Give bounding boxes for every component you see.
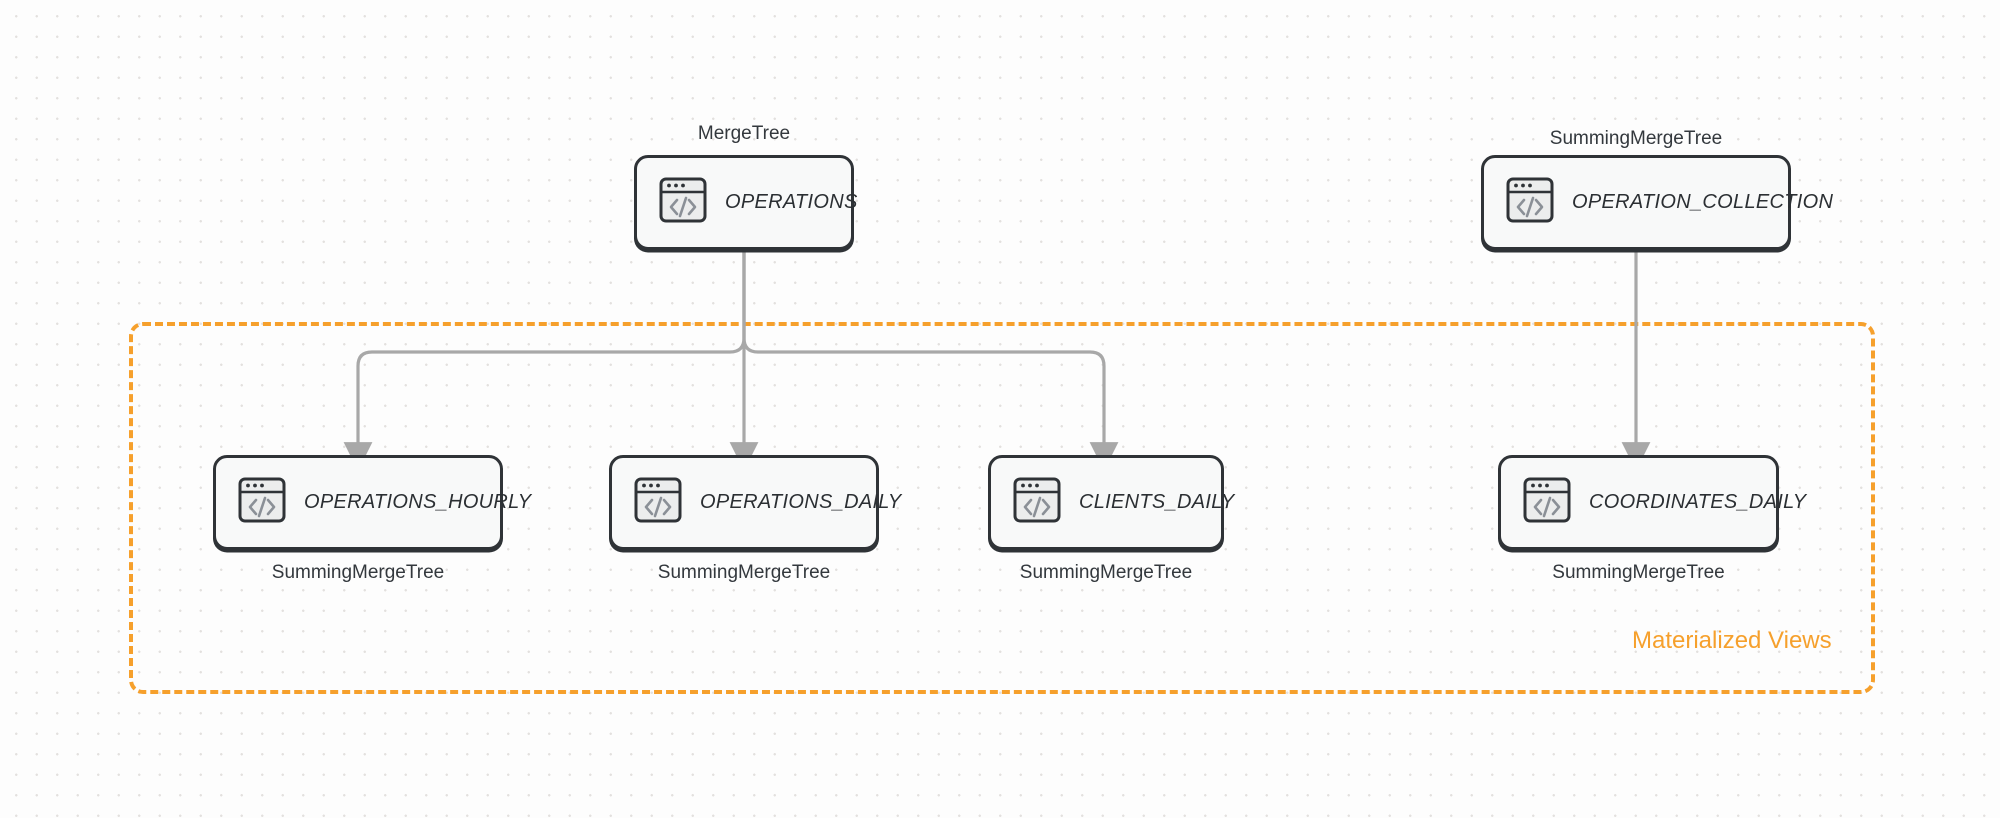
- node-title-operations-daily: OPERATIONS_DAILY: [700, 491, 902, 513]
- materialized-views-group-label: Materialized Views: [1632, 627, 1832, 654]
- node-operations[interactable]: OPERATIONS: [634, 155, 857, 250]
- code-window-icon: [1523, 477, 1571, 528]
- node-title-operation-collection: OPERATION_COLLECTION: [1572, 191, 1834, 213]
- code-window-icon: [238, 477, 286, 528]
- engine-label-coordinates-daily: SummingMergeTree: [1552, 562, 1725, 583]
- node-operations-hourly[interactable]: OPERATIONS_HOURLY: [213, 455, 531, 550]
- engine-label-operation-collection: SummingMergeTree: [1549, 128, 1723, 149]
- node-coordinates-daily[interactable]: COORDINATES_DAILY: [1498, 455, 1806, 550]
- node-title-operations: OPERATIONS: [725, 191, 858, 213]
- engine-label-operations-hourly: SummingMergeTree: [271, 562, 445, 583]
- code-window-icon: [659, 177, 707, 228]
- code-window-icon: [1013, 477, 1061, 528]
- node-title-clients-daily: CLIENTS_DAILY: [1079, 491, 1235, 513]
- engine-label-operations: MergeTree: [697, 123, 791, 144]
- code-window-icon: [634, 477, 682, 528]
- node-clients-daily[interactable]: CLIENTS_DAILY: [988, 455, 1234, 550]
- node-title-coordinates-daily: COORDINATES_DAILY: [1589, 491, 1807, 513]
- node-operation-collection[interactable]: OPERATION_COLLECTION: [1481, 155, 1833, 250]
- engine-label-clients-daily: SummingMergeTree: [1019, 562, 1193, 583]
- engine-label-operations-daily: SummingMergeTree: [657, 562, 831, 583]
- node-title-operations-hourly: OPERATIONS_HOURLY: [304, 491, 532, 513]
- code-window-icon: [1506, 177, 1554, 228]
- node-operations-daily[interactable]: OPERATIONS_DAILY: [609, 455, 901, 550]
